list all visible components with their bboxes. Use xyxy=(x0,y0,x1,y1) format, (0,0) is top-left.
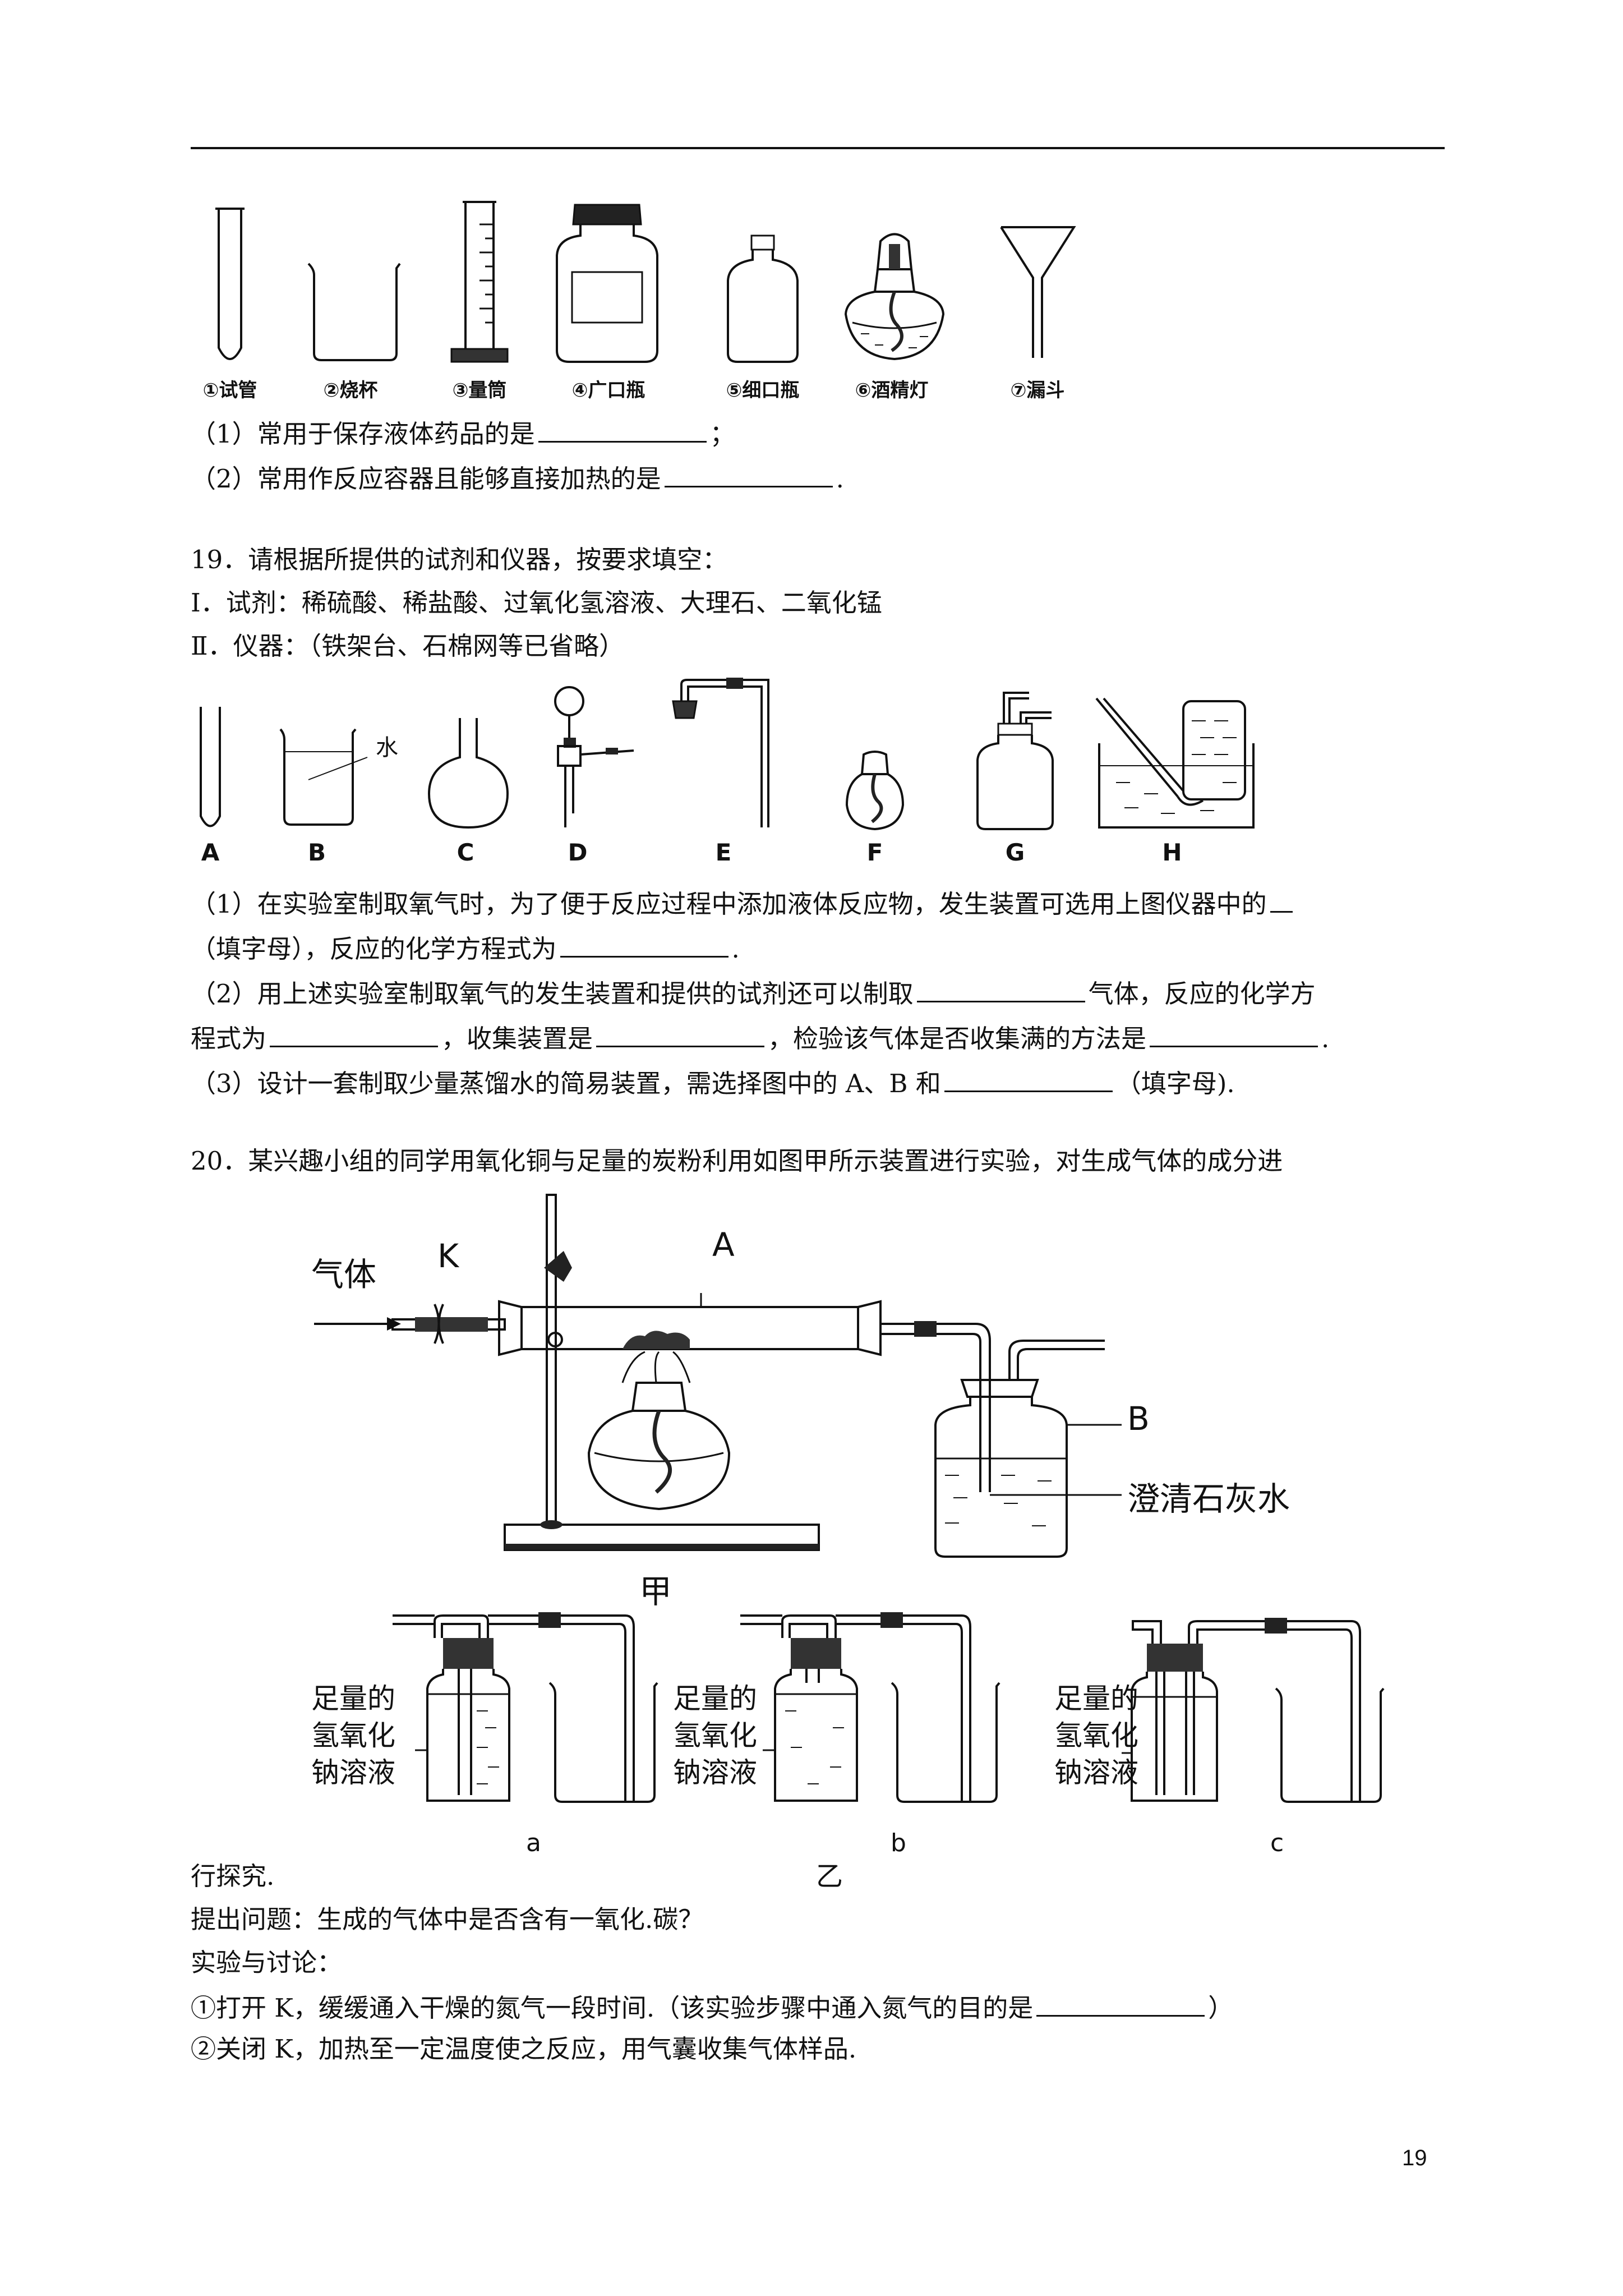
q19-part2-line1: （2）用上述实验室制取氧气的发生装置和提供的试剂还可以制取气体，反应的化学方 xyxy=(191,975,1316,1011)
setup-a-label: a xyxy=(526,1829,541,1857)
answer-blank[interactable] xyxy=(538,415,707,443)
apparatus-label: ②烧杯 xyxy=(323,379,378,402)
beaker-icon xyxy=(306,264,401,362)
setup-a-drawing xyxy=(393,1612,656,1812)
tube-a-label: A xyxy=(712,1226,735,1264)
answer-blank[interactable] xyxy=(1036,1989,1205,2017)
separatory-funnel-icon xyxy=(550,684,639,830)
answer-blank[interactable] xyxy=(270,1020,439,1047)
q20-step-2: ②关闭 K，加热至一定温度使之反应，用气囊收集气体样品. xyxy=(191,2034,857,2064)
part1-question-2: （2）常用作反应容器且能够直接加热的是. xyxy=(191,460,844,496)
limewater-label: 澄清石灰水 xyxy=(1127,1480,1290,1518)
instrument-letter: F xyxy=(866,839,883,866)
apparatus-label: ⑤细口瓶 xyxy=(726,379,800,402)
q19-part1-line2: （填字母），反应的化学方程式为. xyxy=(191,930,740,966)
alcohol-lamp-icon xyxy=(844,752,906,830)
gas-label: 气体 xyxy=(311,1255,377,1294)
water-label: 水 xyxy=(376,735,398,761)
q20-title: 20．某兴趣小组的同学用氧化铜与足量的炭粉利用如图甲所示装置进行实验，对生成气体… xyxy=(191,1146,1283,1176)
naoh-label-b: 足量的 氢氧化 钠溶液 xyxy=(673,1682,757,1789)
q19-title: 19．请根据所提供的试剂和仪器，按要求填空： xyxy=(191,545,728,574)
apparatus-label: ④广口瓶 xyxy=(571,379,645,402)
q19-reagents: I．试剂：稀硫酸、稀盐酸、过氧化氢溶液、大理石、二氧化锰 xyxy=(191,588,882,618)
q19-part1-line1: （1）在实验室制取氧气时，为了便于反应过程中添加液体反应物，发生装置可选用上图仪… xyxy=(191,885,1296,921)
beaker-icon xyxy=(278,729,356,827)
part1-question-1: （1）常用于保存液体药品的是； xyxy=(191,415,735,451)
water-trough-icon xyxy=(1094,698,1256,830)
bottle-b-label: B xyxy=(1127,1400,1150,1438)
answer-blank[interactable] xyxy=(1150,1020,1318,1047)
apparatus-label: ⑥酒精灯 xyxy=(855,379,929,402)
figure-yi-label: 乙 xyxy=(816,1861,843,1892)
setup-b-label: b xyxy=(891,1829,906,1857)
instrument-letter: A xyxy=(201,839,220,866)
figure-jia-label: 甲 xyxy=(639,1572,672,1611)
setup-c-drawing xyxy=(1127,1618,1385,1812)
q20-question: 提出问题：生成的气体中是否含有一氧化.碳？ xyxy=(191,1904,704,1934)
apparatus-jia-drawing xyxy=(308,1189,1290,1571)
page-number: 19 xyxy=(1402,2146,1427,2170)
wide-mouth-bottle-icon xyxy=(552,202,662,365)
q20-discussion: 实验与讨论： xyxy=(191,1948,343,1977)
narrow-mouth-bottle-icon xyxy=(723,233,802,365)
answer-blank[interactable] xyxy=(916,975,1085,1002)
q20-continuation: 行探究. xyxy=(191,1861,275,1891)
setup-c-label: c xyxy=(1270,1829,1284,1857)
header-rule xyxy=(191,147,1445,149)
alcohol-lamp-icon xyxy=(841,230,948,365)
apparatus-label: ①试管 xyxy=(202,379,257,402)
answer-blank[interactable] xyxy=(664,460,833,487)
apparatus-label: ③量筒 xyxy=(452,379,507,402)
q19-instruments: Ⅱ．仪器：（铁架台、石棉网等已省略） xyxy=(191,631,625,661)
instrument-letter: H xyxy=(1162,839,1182,866)
answer-blank[interactable] xyxy=(560,930,728,958)
clip-k-label: K xyxy=(437,1237,459,1275)
apparatus-label: ⑦漏斗 xyxy=(1010,379,1065,402)
instrument-letter: G xyxy=(1005,839,1025,866)
round-bottom-flask-icon xyxy=(426,718,510,830)
naoh-label-c: 足量的 氢氧化 钠溶液 xyxy=(1054,1682,1138,1789)
test-tube-icon xyxy=(196,707,224,830)
gas-washing-bottle-icon xyxy=(973,690,1057,830)
instrument-letter: C xyxy=(457,839,474,866)
answer-blank[interactable] xyxy=(944,1065,1113,1092)
q19-part2-line2: 程式为，收集装置是，检验该气体是否收集满的方法是. xyxy=(191,1020,1329,1056)
funnel-icon xyxy=(998,224,1077,359)
graduated-cylinder-icon xyxy=(446,202,513,365)
q20-step-1: ①打开 K，缓缓通入干燥的氮气一段时间.（该实验步骤中通入氮气的目的是） xyxy=(191,1989,1233,2025)
answer-blank[interactable] xyxy=(1270,885,1293,913)
answer-blank[interactable] xyxy=(596,1020,765,1047)
naoh-label-a: 足量的 氢氧化 钠溶液 xyxy=(311,1682,395,1789)
test-tube-icon xyxy=(213,208,247,365)
instrument-letter: B xyxy=(307,839,326,866)
instrument-letter: E xyxy=(715,839,732,866)
setup-b-drawing xyxy=(740,1612,1004,1812)
delivery-tube-icon xyxy=(665,678,777,830)
instrument-letter: D xyxy=(568,839,588,866)
q19-part3: （3）设计一套制取少量蒸馏水的简易装置，需选择图中的 A、B 和（填字母). xyxy=(191,1065,1235,1101)
